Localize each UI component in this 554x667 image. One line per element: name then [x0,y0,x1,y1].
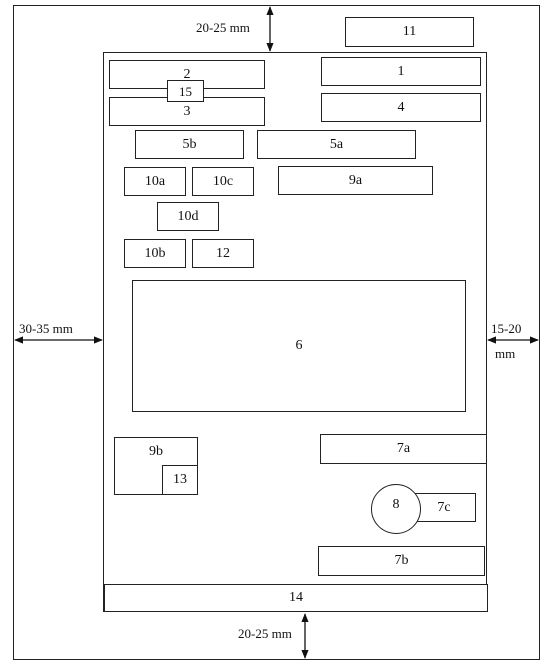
block-4: 4 [321,93,481,122]
block-13: 13 [162,465,198,495]
block-9a: 9a [278,166,433,195]
block-5b: 5b [135,130,244,159]
block-5a: 5a [257,130,416,159]
block-12: 12 [192,239,254,268]
block-6: 6 [132,280,466,412]
block-7b: 7b [318,546,485,576]
left-margin-label: 30-35 mm [19,321,73,336]
block-10a: 10a [124,167,186,196]
bottom-margin-label: 20-25 mm [238,626,292,641]
block-15: 15 [167,80,204,102]
block-7a: 7a [320,434,487,464]
block-14: 14 [104,584,488,612]
block-1: 1 [321,57,481,86]
right-margin-label-line2: mm [495,346,516,361]
sheet-border [13,5,540,660]
block-8-circle: 8 [371,484,421,534]
block-10c: 10c [192,167,254,196]
top-margin-label: 20-25 mm [196,20,250,35]
block-10d: 10d [157,202,219,231]
block-10b: 10b [124,239,186,268]
block-11: 11 [345,17,474,47]
right-margin-label-line1: 15-20 [491,321,522,336]
